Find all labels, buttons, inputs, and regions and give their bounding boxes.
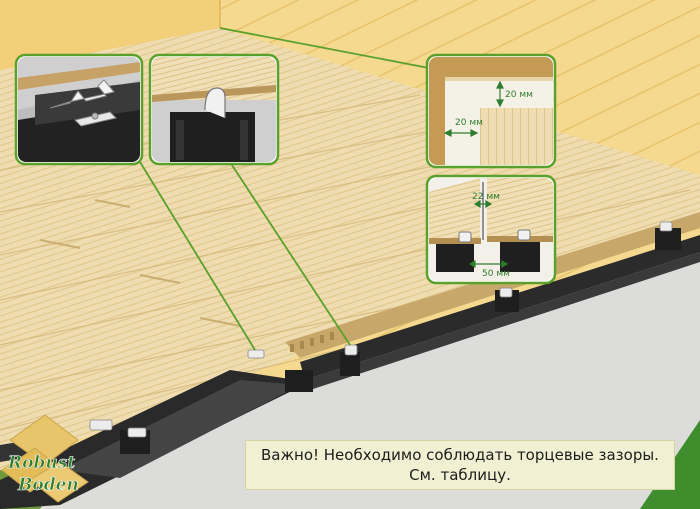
note-line-2: См. таблицу. <box>409 466 511 484</box>
robust-boden-logo: Robust Boden <box>1 414 89 503</box>
logo-word-robust: Robust <box>7 453 75 473</box>
logo-word-boden: Boden <box>17 475 79 495</box>
callout-clip-detail <box>14 53 144 166</box>
important-note: Важно! Необходимо соблюдать торцевые заз… <box>245 440 675 490</box>
callout-leaders <box>139 27 430 351</box>
callout-wall-gap-detail: 20 мм 20 мм <box>425 53 557 169</box>
note-line-1: Важно! Необходимо соблюдать торцевые заз… <box>261 446 659 464</box>
callout-end-gap-detail: 22 мм 50 мм <box>425 174 557 285</box>
wall-horizontal-gap-label: 20 мм <box>455 118 483 128</box>
wall-vertical-gap-label: 20 мм <box>505 90 533 100</box>
end-gap-label: 22 мм <box>472 192 500 202</box>
callout-board-clip-detail <box>148 53 280 166</box>
edge-clips <box>89 221 673 438</box>
joist-gap-label: 50 мм <box>482 269 510 279</box>
